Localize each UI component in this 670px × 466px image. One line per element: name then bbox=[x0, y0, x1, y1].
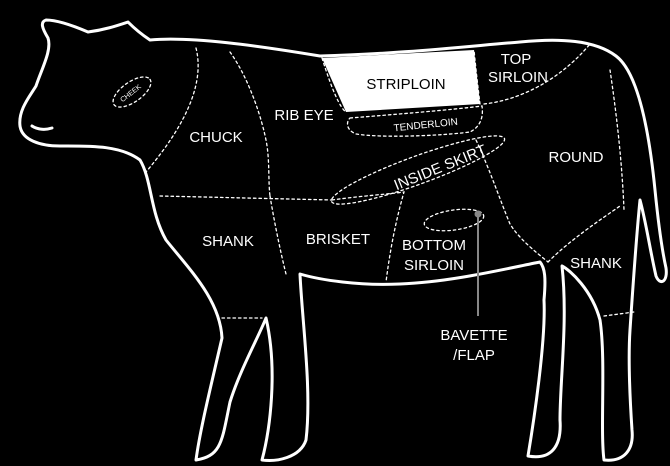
label-brisket: BRISKET bbox=[306, 231, 370, 248]
label-tenderloin: TENDERLOIN bbox=[393, 117, 458, 135]
label-top-sirloin-1: TOP bbox=[501, 51, 532, 68]
label-shank-rear: SHANK bbox=[570, 255, 622, 272]
bavette-outline bbox=[423, 206, 485, 234]
label-bavette-2: /FLAP bbox=[453, 347, 495, 364]
label-top-sirloin-2: SIRLOIN bbox=[488, 69, 548, 86]
label-inside-skirt: INSIDE SKIRT bbox=[392, 142, 489, 195]
label-chuck: CHUCK bbox=[189, 129, 242, 146]
shoulder-line bbox=[160, 196, 332, 200]
chuck-ribeye-line bbox=[230, 52, 270, 196]
label-rib-eye: RIB EYE bbox=[274, 107, 333, 124]
label-bottom-sirloin-2: SIRLOIN bbox=[404, 257, 464, 274]
round-front-line bbox=[476, 140, 548, 262]
label-bavette-1: BAVETTE bbox=[440, 327, 507, 344]
brisket-front-line bbox=[270, 196, 286, 274]
label-round: ROUND bbox=[549, 149, 604, 166]
chuck-front-line bbox=[146, 48, 198, 172]
label-striploin: STRIPLOIN bbox=[366, 76, 445, 93]
label-shank-front: SHANK bbox=[202, 233, 254, 250]
mouth bbox=[32, 126, 52, 129]
label-bottom-sirloin-1: BOTTOM bbox=[402, 237, 466, 254]
round-lower-line bbox=[548, 206, 620, 262]
round-rear-line bbox=[610, 70, 624, 210]
